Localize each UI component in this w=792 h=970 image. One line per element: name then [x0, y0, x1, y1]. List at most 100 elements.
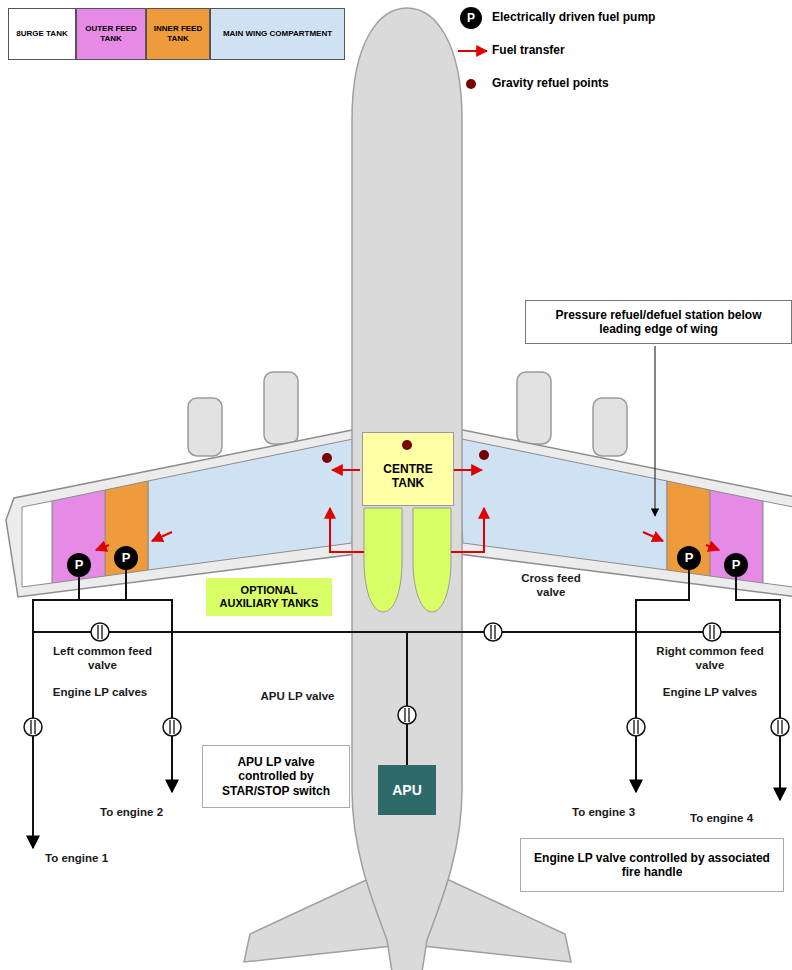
- valve-symbol: [771, 718, 789, 736]
- feed-line: [171, 632, 173, 792]
- leader-line: [654, 346, 655, 516]
- node-text: P: [75, 557, 84, 573]
- refuel-point: [322, 453, 332, 463]
- legend-text: INNER FEED TANK: [149, 24, 207, 43]
- transfer-arrow: [458, 50, 487, 52]
- valve-label: Engine LP valves: [652, 686, 768, 700]
- note-box: Pressure refuel/defuel station below lea…: [525, 300, 792, 344]
- engine-nacelle: [264, 372, 298, 444]
- node-text: APU LP valve controlled by STAR/STOP swi…: [211, 755, 341, 798]
- valve-label: Left common feed valve: [40, 645, 165, 673]
- transfer-arrow: [152, 532, 172, 541]
- inner-feed-tank: [105, 481, 148, 576]
- refuel-point: [479, 450, 489, 460]
- pump-symbol: [460, 7, 482, 29]
- auxiliary-tank: [364, 508, 402, 612]
- feed-line: [635, 632, 637, 792]
- valve-symbol: [710, 625, 714, 639]
- outer-feed-tank: [52, 490, 105, 583]
- fuel-line: [407, 570, 689, 765]
- note-box: APU LP valve controlled by STAR/STOP swi…: [202, 745, 350, 808]
- valve-symbol: [778, 720, 782, 734]
- node-text: P: [685, 550, 694, 566]
- valve-symbol: [91, 623, 109, 641]
- note-box: Engine LP valve controlled by associated…: [520, 838, 784, 892]
- node-text: APU: [392, 782, 422, 799]
- legend-text: 8URGE TANK: [16, 29, 67, 39]
- valve-label: Engine LP calves: [45, 686, 155, 700]
- valve-symbol: [634, 720, 638, 734]
- valve-symbol: [163, 718, 181, 736]
- valve-label: APU LP valve: [250, 690, 345, 704]
- valve-label: Right common feed valve: [648, 645, 772, 673]
- pump-symbol: P: [114, 546, 138, 570]
- outer-feed-tank: [710, 490, 763, 583]
- valve-symbol: [24, 718, 42, 736]
- fuel-line: [79, 577, 407, 765]
- valve-symbol: [398, 706, 416, 724]
- transfer-arrow: [330, 508, 364, 552]
- pump-symbol: P: [677, 546, 701, 570]
- legend-swatch: MAIN WING COMPARTMENT: [210, 8, 345, 60]
- valve-symbol: [91, 623, 109, 641]
- engine-nacelle: [517, 372, 551, 444]
- transfer-arrow: [96, 545, 109, 550]
- wing: [6, 428, 362, 597]
- engine-label: To engine 3: [572, 806, 635, 820]
- valve-symbol: [771, 718, 789, 736]
- surge-tank: [22, 501, 52, 587]
- feed-line: [779, 632, 781, 800]
- valve-symbol: [484, 623, 502, 641]
- legend-swatch: OUTER FEED TANK: [76, 8, 146, 60]
- fuel-line: [407, 577, 780, 765]
- node-text: P: [732, 557, 741, 573]
- main-wing-compartment: [457, 438, 667, 570]
- node-text: Pressure refuel/defuel station below lea…: [534, 308, 783, 337]
- engine-label: To engine 4: [690, 812, 753, 826]
- node-text: P: [122, 550, 131, 566]
- legend-text: Gravity refuel points: [492, 76, 609, 90]
- engine-label: To engine 1: [45, 852, 108, 866]
- transfer-arrow: [643, 532, 663, 541]
- node-text: CENTRE TANK: [367, 462, 449, 491]
- valve-symbol: [405, 708, 409, 722]
- engine-label: To engine 2: [100, 806, 163, 820]
- valve-symbol: [627, 718, 645, 736]
- engine-nacelle: [593, 398, 627, 456]
- pump-letter: P: [460, 11, 482, 25]
- valve-symbol: [163, 718, 181, 736]
- main-wing-compartment: [148, 438, 358, 570]
- valve-symbol: [491, 625, 495, 639]
- transfer-arrow: [451, 508, 484, 552]
- pump-symbol: P: [67, 553, 91, 577]
- auxiliary-tank: [413, 508, 451, 612]
- inner-feed-tank: [667, 481, 710, 576]
- valve-symbol: [98, 625, 102, 639]
- valve-symbol: [24, 718, 42, 736]
- transfer-arrow: [332, 469, 360, 471]
- wing: [453, 428, 792, 597]
- legend-swatch: 8URGE TANK: [8, 8, 76, 60]
- apu-box: APU: [378, 765, 436, 815]
- fuel-line: [33, 570, 407, 765]
- legend-text: Fuel transfer: [492, 43, 565, 57]
- valve-symbol: [31, 720, 35, 734]
- legend-text: MAIN WING COMPARTMENT: [223, 29, 332, 39]
- valve-symbol: [484, 623, 502, 641]
- valve-symbol: [398, 706, 416, 724]
- engine-nacelle: [188, 398, 222, 456]
- refuel-point: [466, 79, 476, 89]
- aux-tank-box: OPTIONAL AUXILIARY TANKS: [206, 578, 332, 616]
- pump-symbol: P: [724, 553, 748, 577]
- valve-symbol: [703, 623, 721, 641]
- valve-label: Cross feed valve: [515, 572, 587, 600]
- node-text: OPTIONAL AUXILIARY TANKS: [212, 584, 326, 610]
- valve-symbol: [170, 720, 174, 734]
- transfer-arrow: [454, 469, 482, 471]
- feed-line: [32, 632, 34, 848]
- valve-symbol: [627, 718, 645, 736]
- surge-tank: [763, 501, 792, 587]
- legend-text: Electrically driven fuel pump: [492, 10, 655, 24]
- node-text: Engine LP valve controlled by associated…: [529, 851, 775, 880]
